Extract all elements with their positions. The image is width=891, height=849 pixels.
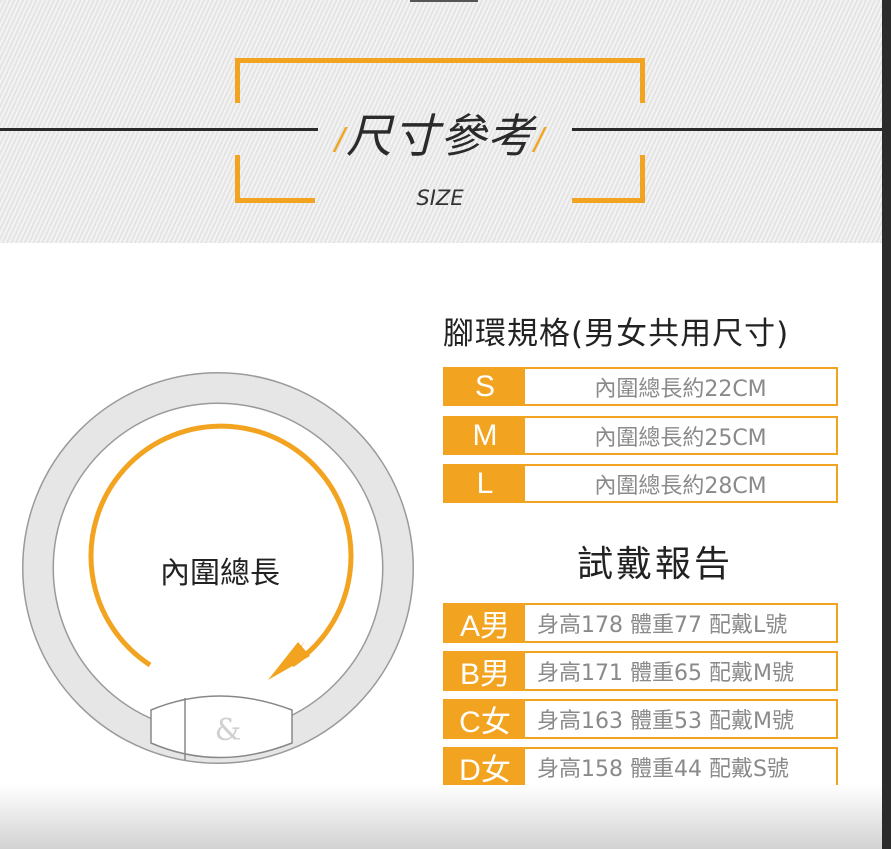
anklet-diagram: &: [22, 372, 414, 764]
tester-label: B男: [445, 653, 525, 691]
size-desc: 內圍總長約22CM: [594, 376, 767, 402]
report-row: B男身高171 體重65 配戴M號: [443, 651, 838, 691]
bracket-left-top: [235, 58, 240, 103]
circumference-label: 內圍總長: [160, 556, 280, 591]
top-divider: [410, 0, 478, 2]
size-desc: 內圍總長約28CM: [594, 473, 767, 499]
spec-title: 腳環規格(男女共用尺寸): [443, 316, 790, 352]
tester-desc: 身高158 體重44 配戴S號: [537, 757, 789, 782]
size-row-m: M 內圍總長約25CM: [443, 416, 838, 455]
bracket-right-bottom: [640, 155, 645, 203]
bracket-bottom-right: [572, 198, 645, 203]
bracket-bottom-left: [235, 198, 315, 203]
size-row-s: S 內圍總長約22CM: [443, 367, 838, 406]
report-row: C女身高163 體重53 配戴M號: [443, 699, 838, 739]
bracket-right-top: [640, 58, 645, 103]
size-row-l: L 內圍總長約28CM: [443, 464, 838, 503]
brand-logo: &: [215, 713, 242, 748]
tester-label: C女: [445, 701, 525, 739]
tester-desc: 身高163 體重53 配戴M號: [537, 709, 794, 734]
page-edge: [882, 0, 891, 849]
tester-label: A男: [445, 605, 525, 643]
header-line-right: [572, 128, 882, 131]
bracket-left-bottom: [235, 155, 240, 203]
report-row: D女身高158 體重44 配戴S號: [443, 747, 838, 787]
bottom-fade: [0, 785, 882, 849]
clasp: [150, 695, 293, 759]
measure-arc: [88, 423, 354, 668]
size-label: M: [445, 418, 525, 453]
tester-desc: 身高171 體重65 配戴M號: [537, 661, 794, 686]
header-banner: [0, 0, 882, 243]
header-line-left: [0, 128, 318, 131]
size-desc: 內圍總長約25CM: [594, 425, 767, 451]
report-row: A男身高178 體重77 配戴L號: [443, 603, 838, 643]
size-label: S: [445, 369, 525, 404]
size-label: L: [445, 466, 525, 501]
page-title: /尺寸參考/: [334, 109, 546, 163]
bracket-top: [235, 58, 645, 63]
tester-label: D女: [445, 749, 525, 787]
tester-desc: 身高178 體重77 配戴L號: [537, 613, 788, 638]
page-subtitle: SIZE: [416, 186, 464, 210]
report-title: 試戴報告: [576, 544, 733, 585]
